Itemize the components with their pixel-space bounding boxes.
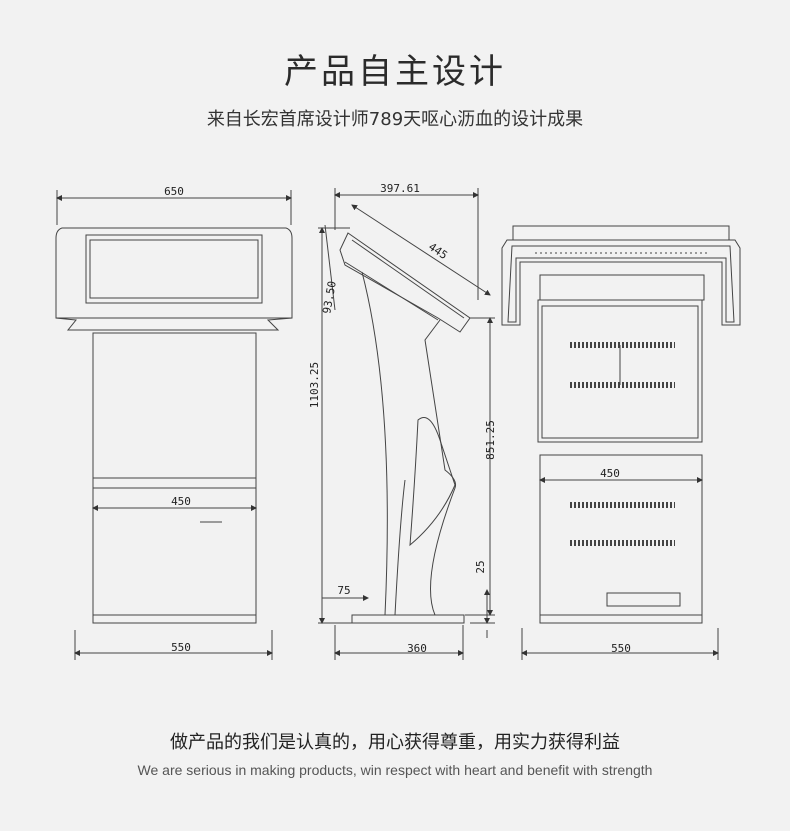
page-title: 产品自主设计 (284, 52, 506, 92)
back-view-labels: 450 550 (600, 467, 631, 655)
dim-tilt: 93.50 (320, 280, 339, 315)
dim-base-width: 550 (171, 641, 191, 654)
dim-inner-width: 450 (171, 495, 191, 508)
dim-top-depth: 397.61 (380, 182, 420, 195)
dim-screen-length: 445 (426, 240, 450, 262)
dim-back-base-width: 550 (611, 642, 631, 655)
tagline: We are serious in making products, win r… (137, 762, 653, 778)
dim-total-height: 1103.25 (308, 362, 321, 408)
dim-foot-height: 25 (474, 560, 487, 573)
side-view-labels: 397.61 445 93.50 1103.25 851.25 25 75 36… (308, 182, 497, 655)
front-view (55, 190, 293, 660)
back-view (501, 225, 741, 660)
dim-base-depth: 360 (407, 642, 427, 655)
page-subtitle: 来自长宏首席设计师789天呕心沥血的设计成果 (206, 109, 584, 130)
dim-back-inner-width: 450 (600, 467, 620, 480)
slogan: 做产品的我们是认真的，用心获得尊重，用实力获得利益 (170, 732, 620, 753)
dim-toe: 75 (337, 584, 350, 597)
front-view-labels: 650 450 550 (164, 185, 191, 654)
dim-lower-height: 851.25 (484, 420, 497, 460)
dim-top-width: 650 (164, 185, 184, 198)
side-view (318, 188, 495, 660)
